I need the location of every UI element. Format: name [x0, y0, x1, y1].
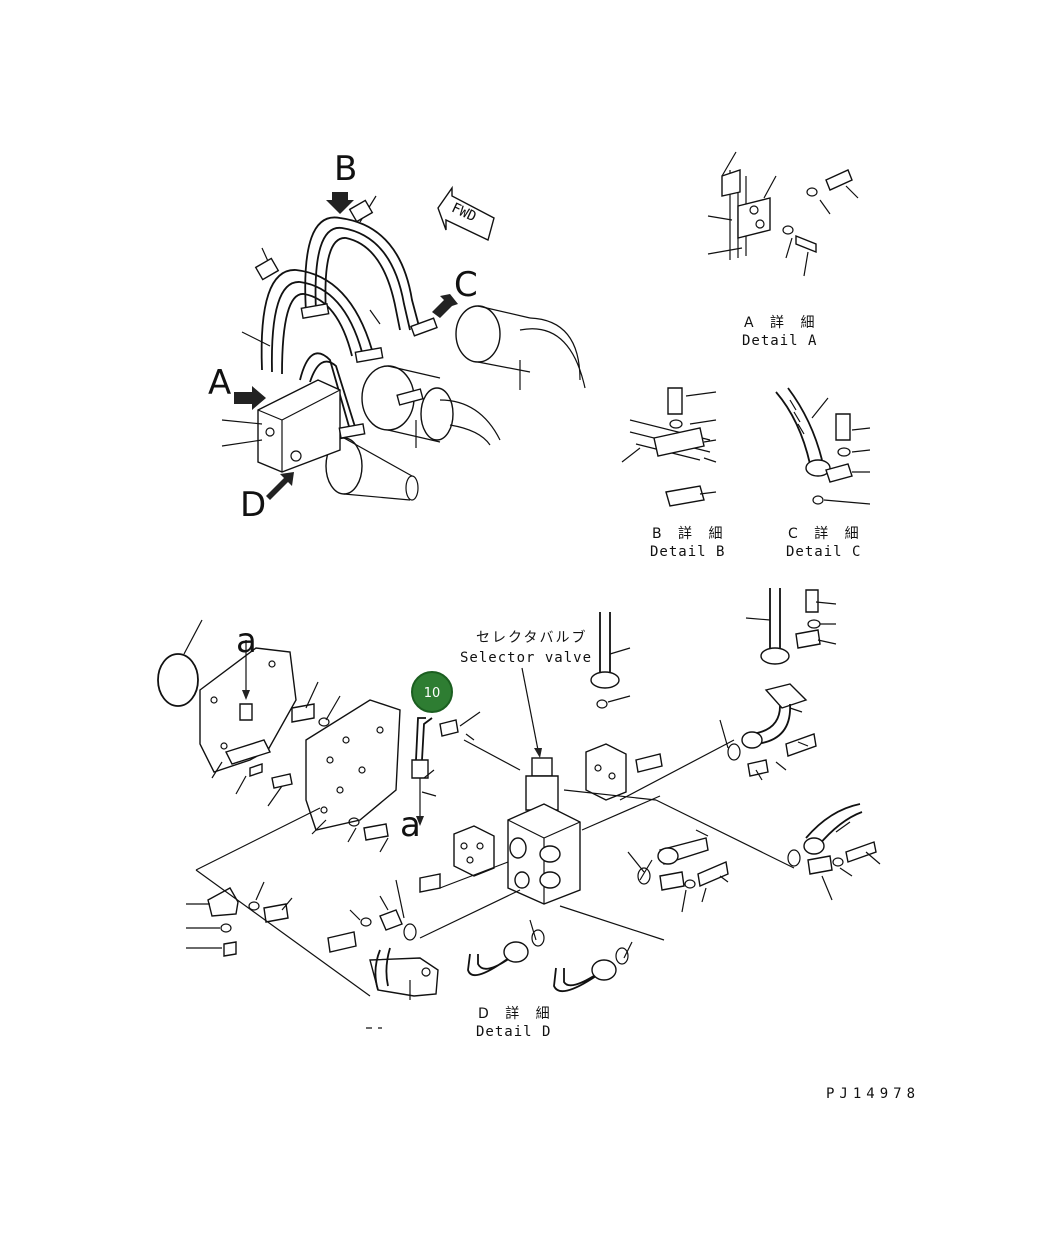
detail-a-jp: A 詳 細	[744, 315, 820, 331]
drum-middle	[361, 365, 501, 446]
callout-badge[interactable]	[411, 671, 453, 713]
detail-b-jp: B 詳 細	[652, 526, 729, 542]
detail-c-view: C 詳 細 Detail C	[775, 387, 871, 560]
view-letter-b: B	[334, 149, 357, 189]
view-arrow-a	[234, 386, 266, 410]
o-ring	[157, 653, 199, 707]
callout-number: 10	[424, 686, 441, 701]
view-letter-d: D	[240, 485, 266, 525]
pipe-label-a-top: a	[236, 621, 257, 661]
hose-arch-middle	[260, 269, 373, 375]
drawing-number: PJ14978	[826, 1086, 920, 1102]
detail-b-view: B 詳 細 Detail B	[621, 387, 729, 560]
detail-b-en: Detail B	[650, 544, 725, 560]
part-callout-10[interactable]: 10	[411, 671, 453, 713]
selector-valve	[507, 667, 581, 905]
pipe-label-a-bottom: a	[400, 805, 421, 845]
detail-a-view: A 詳 細 Detail A	[707, 151, 859, 349]
block-right	[585, 743, 627, 801]
view-letter-a: A	[208, 363, 231, 403]
view-arrow-d	[266, 472, 294, 500]
fwd-arrow	[437, 185, 495, 241]
detail-a-en: Detail A	[742, 333, 817, 349]
drum-right	[455, 305, 586, 389]
view-arrow-c	[432, 294, 458, 318]
view-letter-c: C	[454, 265, 478, 305]
mounting-plate	[305, 699, 401, 831]
valve-bracket	[257, 379, 341, 473]
elbow-pipe-1	[467, 953, 521, 977]
main-assembly-view: FWD B C A D	[208, 149, 586, 525]
view-arrow-b	[326, 192, 354, 214]
selector-valve-jp: セレクタバルブ	[476, 629, 587, 646]
pipe-a	[415, 717, 433, 761]
hose-arch-outer	[304, 216, 421, 331]
detail-c-en: Detail C	[786, 544, 861, 560]
selector-valve-en: Selector valve	[460, 650, 592, 666]
detail-d-view: a a	[157, 588, 881, 1040]
block-left	[453, 825, 495, 877]
detail-c-jp: C 詳 細	[788, 526, 865, 542]
detail-d-jp: D 詳 細	[478, 1006, 556, 1022]
detail-d-en: Detail D	[476, 1024, 551, 1040]
